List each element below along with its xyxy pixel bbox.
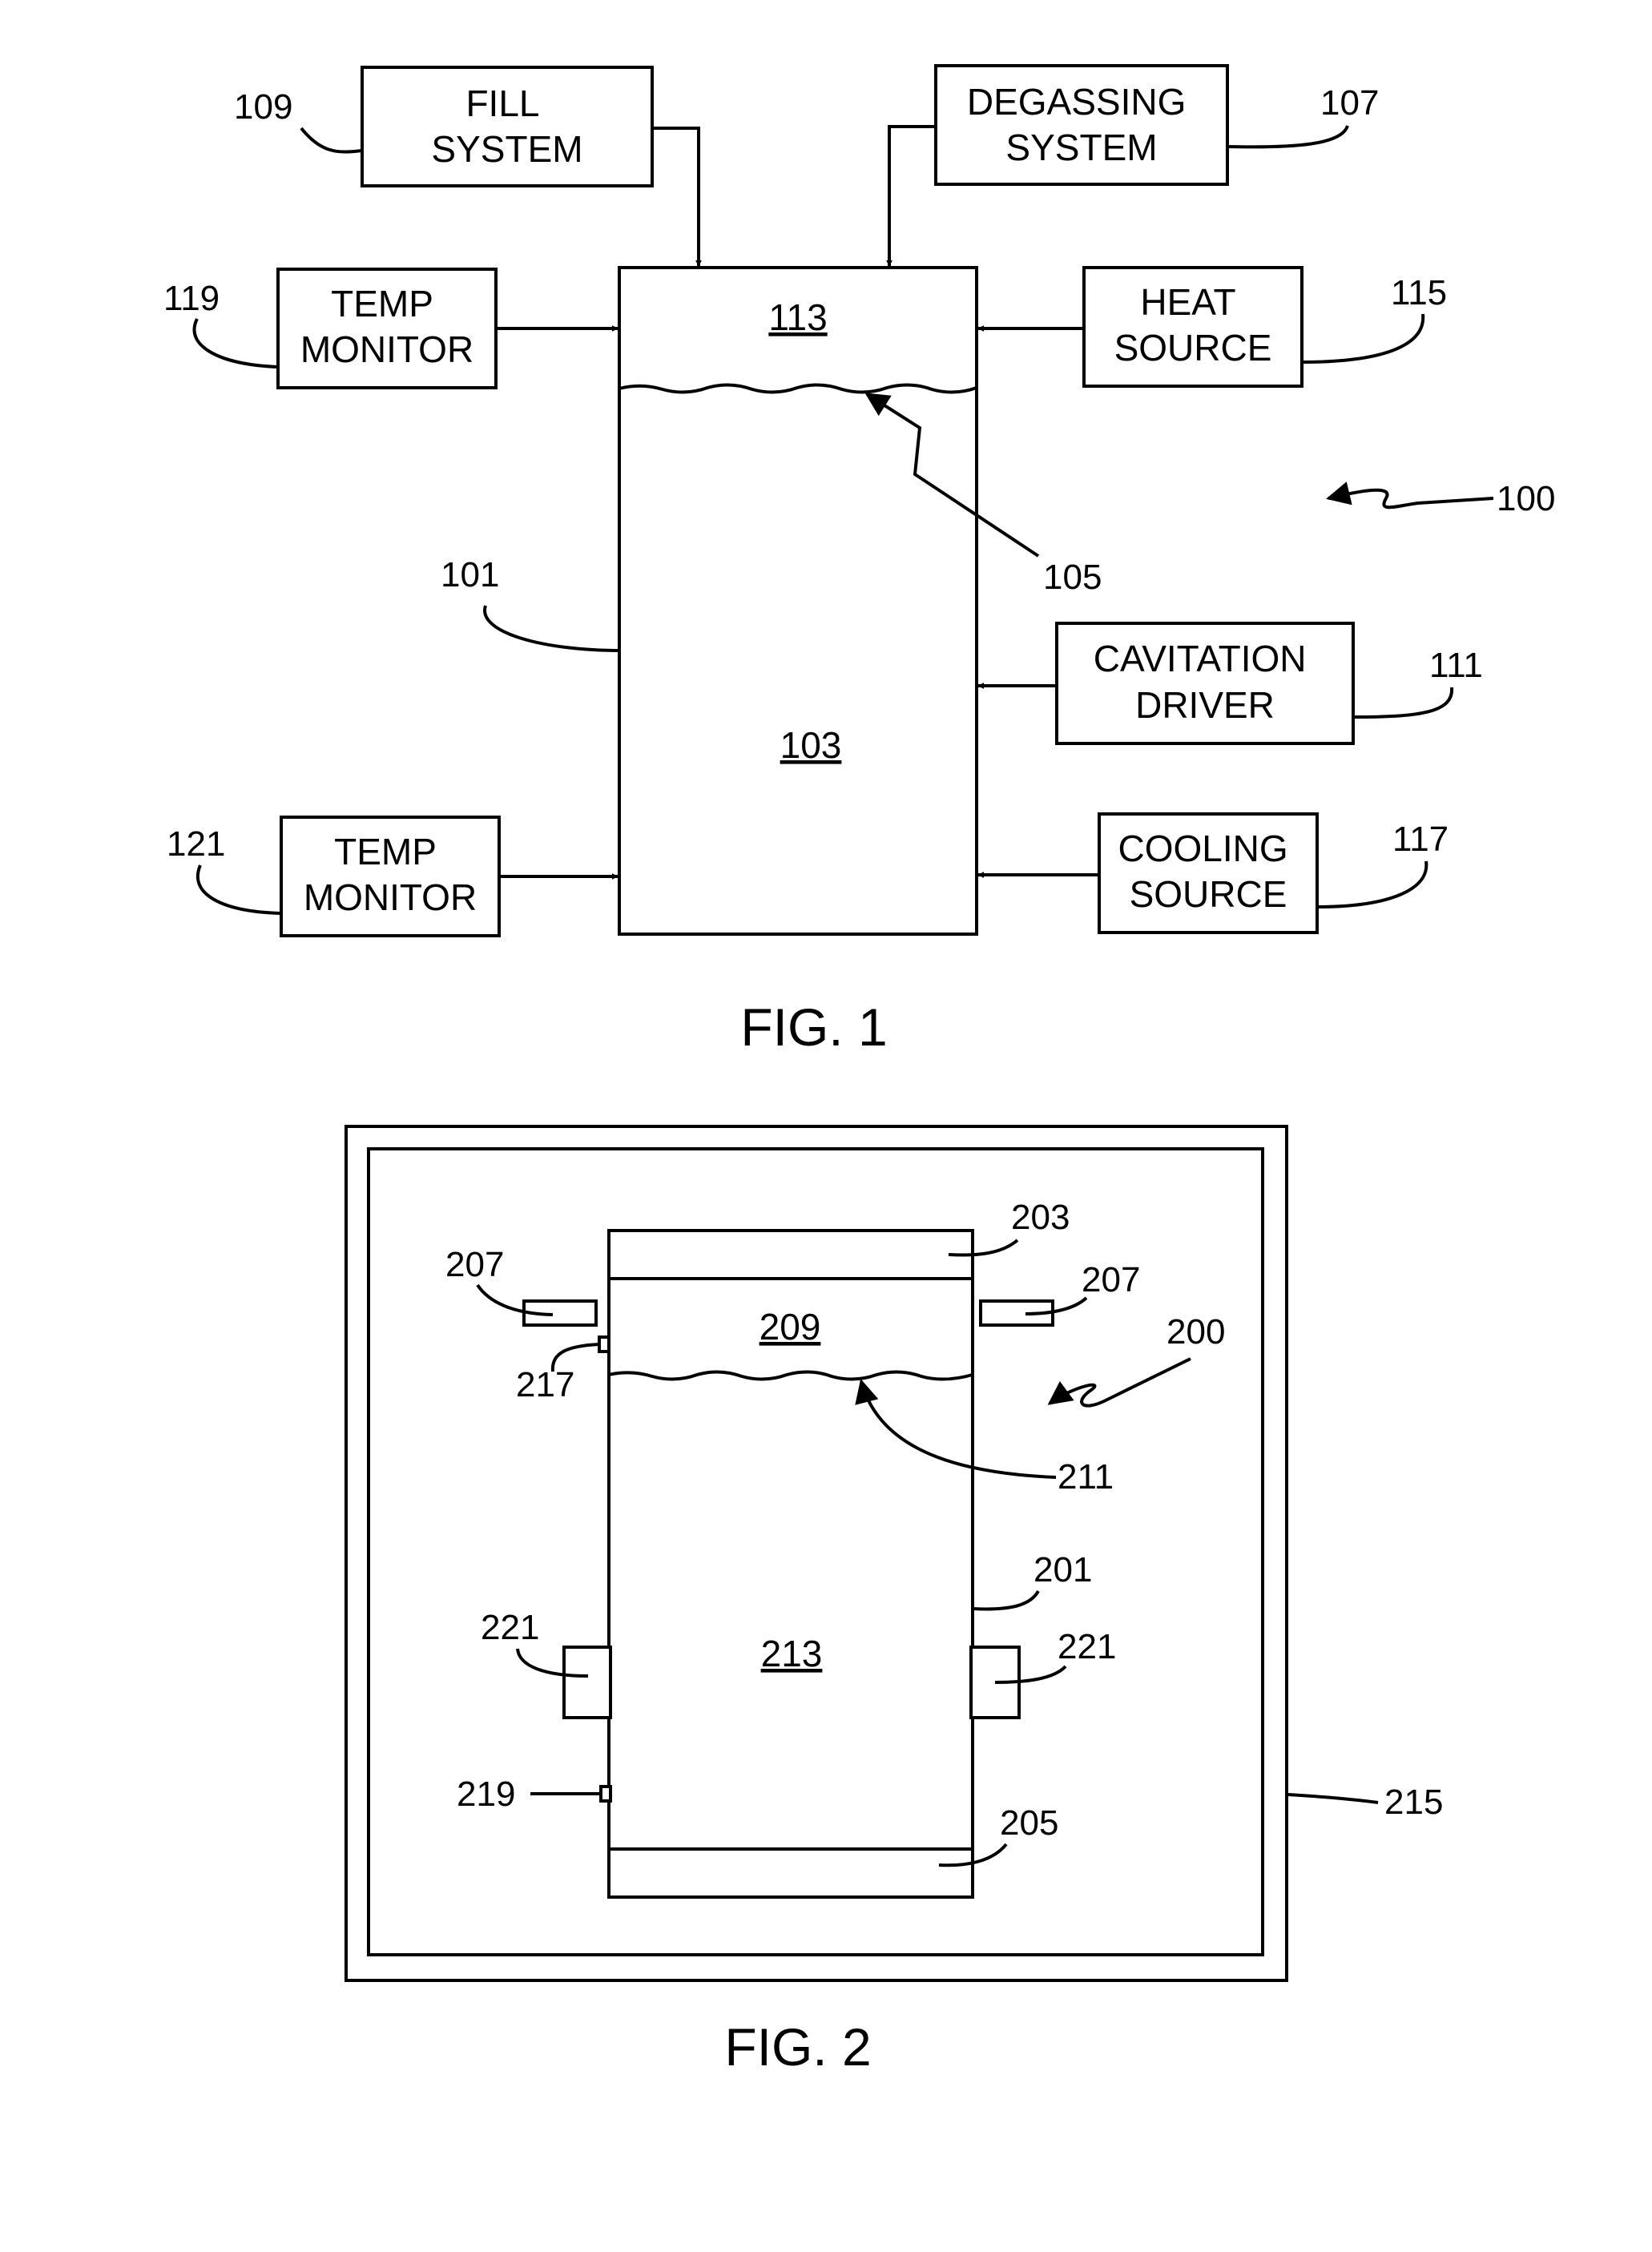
ref-219: 219 xyxy=(457,1775,515,1814)
ref-115: 115 xyxy=(1391,273,1447,312)
ref-203: 203 xyxy=(1011,1198,1070,1237)
degassing-system-line-2: SYSTEM xyxy=(1005,127,1157,168)
leader-117 xyxy=(1317,861,1426,907)
ref-111: 111 xyxy=(1429,646,1483,685)
headspace-label-113: 113 xyxy=(768,296,827,338)
leader-109 xyxy=(301,128,362,152)
fill-system-line-1: FILL xyxy=(465,83,538,124)
ref-217: 217 xyxy=(516,1365,574,1404)
leader-119 xyxy=(195,319,278,367)
liquid-label-103: 103 xyxy=(780,724,842,766)
ref-117: 117 xyxy=(1392,820,1449,859)
figure-2-caption: FIG. 2 xyxy=(724,2017,871,2077)
ref-107: 107 xyxy=(1320,83,1379,123)
ref-109: 109 xyxy=(234,87,292,127)
temp-monitor-top-line-1: TEMP xyxy=(331,283,433,324)
fill-system-line-2: SYSTEM xyxy=(431,128,582,170)
ref-121: 121 xyxy=(167,824,225,864)
ref-221-left: 221 xyxy=(481,1608,539,1647)
ref-211: 211 xyxy=(1058,1457,1114,1497)
figure-2: 209 213 203 207 207 200 217 211 201 221 … xyxy=(346,1126,1443,2077)
leader-101 xyxy=(485,606,619,651)
temp-monitor-bottom-line-2: MONITOR xyxy=(304,876,477,918)
sensor-217 xyxy=(599,1337,609,1352)
heat-source-line-2: SOURCE xyxy=(1114,327,1272,369)
sensor-219 xyxy=(601,1787,610,1801)
vessel-101 xyxy=(619,268,977,934)
heat-source-line-1: HEAT xyxy=(1140,281,1235,323)
cavitation-driver-line-2: DRIVER xyxy=(1135,684,1275,726)
leader-121 xyxy=(198,865,281,913)
degassing-system-line-1: DEGASSING xyxy=(967,81,1187,123)
cooling-source-line-2: SOURCE xyxy=(1130,873,1287,915)
degassing-system-arrow xyxy=(889,127,936,266)
fill-system-arrow xyxy=(652,128,699,266)
ref-200: 200 xyxy=(1166,1312,1225,1352)
element-221-left xyxy=(564,1647,610,1718)
leader-100 xyxy=(1328,490,1493,508)
ref-100: 100 xyxy=(1497,479,1555,518)
liquid-label-213: 213 xyxy=(761,1633,823,1674)
ref-105: 105 xyxy=(1043,558,1102,597)
leader-111 xyxy=(1353,687,1452,717)
ref-207-right: 207 xyxy=(1082,1260,1140,1299)
temp-monitor-bottom-line-1: TEMP xyxy=(334,831,436,872)
ref-207-left: 207 xyxy=(445,1245,504,1284)
leader-107 xyxy=(1227,126,1348,147)
figure-1-caption: FIG. 1 xyxy=(740,997,887,1057)
ref-205: 205 xyxy=(1000,1803,1058,1843)
temp-monitor-top-line-2: MONITOR xyxy=(300,328,473,370)
headspace-label-209: 209 xyxy=(760,1306,821,1348)
leader-215 xyxy=(1288,1795,1378,1803)
ref-201: 201 xyxy=(1034,1550,1092,1589)
ref-215: 215 xyxy=(1384,1783,1443,1822)
figure-1: 113 103 FILL SYSTEM DEGASSING SYSTEM TEM… xyxy=(163,66,1555,1057)
cooling-source-line-1: COOLING xyxy=(1118,828,1288,869)
leader-115 xyxy=(1302,314,1423,362)
cavitation-driver-line-1: CAVITATION xyxy=(1094,638,1307,679)
ref-119: 119 xyxy=(163,279,220,318)
ref-101: 101 xyxy=(441,555,499,594)
ref-221-right: 221 xyxy=(1058,1627,1116,1666)
